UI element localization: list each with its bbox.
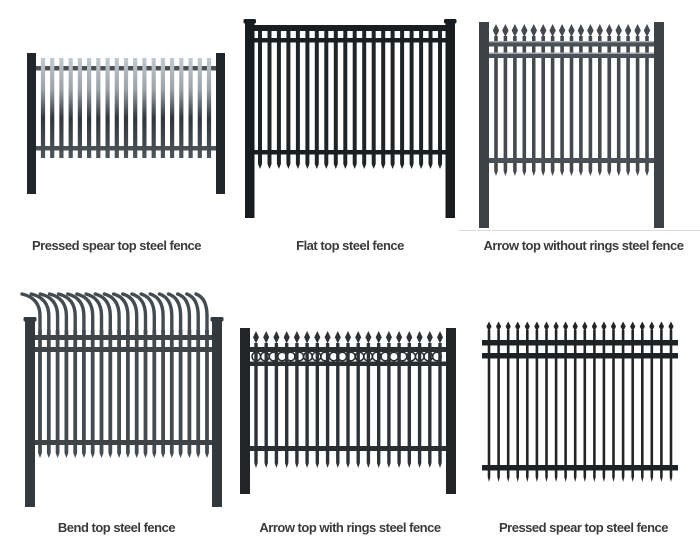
product-card-flat-top: Flat top steel fence (233, 0, 467, 268)
fence-image-arrow-top-without-rings (479, 22, 664, 228)
fence-image-bend-top (20, 292, 224, 507)
product-caption: Pressed spear top steel fence (498, 520, 669, 535)
fence-image-pressed-spear-top-2 (482, 321, 678, 482)
fence-image-pressed-spear-top (27, 53, 225, 194)
product-card-bend-top: Bend top steel fence (0, 268, 233, 560)
fence-image-flat-top (243, 19, 457, 218)
image-bottom-divider (459, 230, 700, 231)
product-caption: Flat top steel fence (296, 238, 404, 253)
fence-image-arrow-top-with-rings (240, 328, 456, 494)
product-card-arrow-top-without-rings: Arrow top without rings steel fence (459, 0, 700, 268)
product-caption: Arrow top with rings steel fence (259, 520, 441, 535)
product-card-arrow-top-with-rings: Arrow top with rings steel fence (233, 268, 467, 560)
product-caption: Pressed spear top steel fence (31, 238, 202, 253)
product-card-pressed-spear-top: Pressed spear top steel fence (0, 0, 233, 268)
product-card-pressed-spear-top-2: Pressed spear top steel fence (467, 268, 700, 560)
product-caption: Arrow top without rings steel fence (483, 238, 684, 253)
product-caption: Bend top steel fence (57, 520, 176, 535)
